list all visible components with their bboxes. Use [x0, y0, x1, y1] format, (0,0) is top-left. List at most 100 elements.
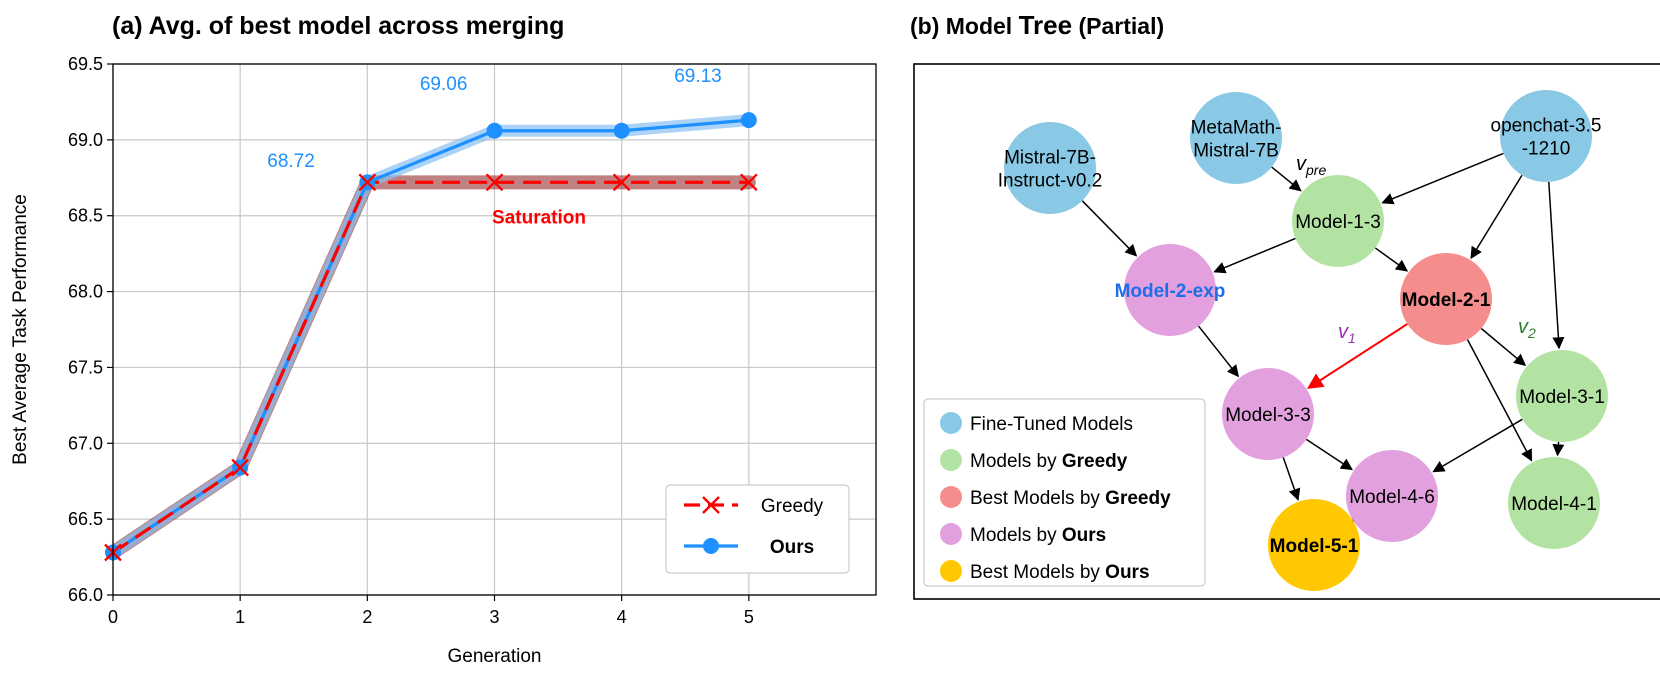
node-m33: Model-3-3 [1222, 368, 1314, 460]
node-label: Model-2-1 [1402, 290, 1491, 311]
tree-legend-label: Best Models by Greedy [970, 488, 1171, 509]
x-tick-label: 1 [235, 607, 245, 627]
node-label: Model-4-1 [1511, 494, 1597, 515]
edge-m2exp-to-m33 [1197, 325, 1239, 378]
data-label: 69.13 [674, 66, 722, 87]
data-label: 68.72 [267, 151, 315, 172]
edge-m21-to-m33 [1306, 323, 1408, 389]
edge-label-v2: v2 [1518, 316, 1536, 341]
y-tick-label: 66.0 [68, 585, 103, 605]
y-tick-label: 69.0 [68, 130, 103, 150]
y-tick-label: 68.0 [68, 282, 103, 302]
data-point-ours [486, 122, 503, 139]
tree-legend-label: Best Models by Ours [970, 562, 1150, 583]
data-point-greedy [485, 173, 504, 192]
node-label: Model-1-3 [1295, 212, 1381, 233]
series-line-ours [112, 118, 749, 554]
node-mistral: Mistral-7B-Instruct-v0.2 [998, 122, 1103, 214]
edge-m13-to-m21 [1374, 247, 1409, 272]
tree-legend-label: Fine-Tuned Models [970, 414, 1133, 435]
y-axis-label: Best Average Task Performance [10, 194, 31, 465]
node-m51: Model-5-1 [1268, 499, 1360, 591]
tree-legend-label: Models by Greedy [970, 451, 1128, 472]
edge-m31-to-m41 [1552, 441, 1565, 457]
node-m41: Model-4-1 [1508, 457, 1600, 549]
edge-m31-to-m46 [1432, 418, 1523, 473]
node-label: Model-5-1 [1270, 536, 1359, 557]
tree-legend-item-greedy: Models by Greedy [940, 449, 1128, 472]
tree-legend-box [923, 398, 1206, 587]
edge-m21-to-m31 [1480, 327, 1527, 366]
node-label: MetaMath- [1191, 118, 1282, 139]
node-label: Mistral-7B [1193, 141, 1279, 162]
tree-legend-item-best_greedy: Best Models by Greedy [940, 486, 1171, 509]
x-tick-label: 0 [108, 607, 118, 627]
edge-label-v1: v1 [1338, 321, 1356, 346]
series-lines [112, 118, 749, 554]
node-m46: Model-4-6 [1346, 450, 1438, 542]
y-tick-label: 67.0 [68, 433, 103, 453]
edge-metamath-to-m13 [1271, 166, 1302, 192]
edge-m13-to-m2exp [1213, 237, 1296, 274]
node-label: Model-3-3 [1225, 405, 1311, 426]
node-m31: Model-3-1 [1516, 350, 1608, 442]
edge-m33-to-m51 [1282, 457, 1301, 501]
saturation-annotation: Saturation [492, 207, 586, 228]
edge-label-vpre: vpre [1296, 153, 1326, 178]
node-label: Model-2-exp [1115, 281, 1226, 302]
data-label: 69.06 [420, 74, 468, 95]
y-tick-labels: 66.066.567.067.568.068.569.069.5 [68, 54, 113, 605]
y-tick-label: 67.5 [68, 357, 103, 377]
legend-label: Ours [770, 537, 814, 558]
edge-openchat-to-m31 [1548, 181, 1565, 350]
y-tick-label: 66.5 [68, 509, 103, 529]
legend-item-greedy: Greedy [684, 496, 824, 517]
tree-edges [1081, 152, 1565, 531]
tree-legend-label: Models by Ours [970, 525, 1106, 546]
node-metamath: MetaMath-Mistral-7B [1190, 92, 1282, 184]
node-m21: Model-2-1 [1400, 253, 1492, 345]
data-point-ours [613, 122, 630, 139]
tree-nodes: Mistral-7B-Instruct-v0.2MetaMath-Mistral… [998, 90, 1608, 591]
x-tick-label: 2 [362, 607, 372, 627]
data-point-greedy [358, 173, 377, 192]
edge-openchat-to-m21 [1470, 174, 1523, 260]
x-tick-label: 5 [744, 607, 754, 627]
line-chart-panel: (a) Avg. of best model across merging 0 1… [10, 12, 877, 667]
node-label: Model-3-1 [1519, 387, 1605, 408]
tree-legend-item-ours: Models by Ours [940, 523, 1106, 546]
tree-legend-item-best_ours: Best Models by Ours [940, 560, 1150, 583]
x-tick-label: 3 [489, 607, 499, 627]
node-m2exp: Model-2-exp [1115, 244, 1226, 336]
node-label: openchat-3.5 [1491, 116, 1602, 137]
model-tree-panel: (b) Model Tree (Partial) Mistral-7B-Inst… [910, 10, 1660, 600]
node-m13: Model-1-3 [1292, 175, 1384, 267]
legend-label: Greedy [761, 496, 824, 517]
series-markers [104, 112, 758, 562]
edge-mistral-to-m2exp [1081, 200, 1138, 257]
node-label: Mistral-7B- [1004, 148, 1096, 169]
x-tick-label: 4 [617, 607, 627, 627]
diagram-frame [913, 63, 1660, 600]
x-tick-labels: 0 1 2 3 4 5 [108, 595, 754, 627]
node-label: Instruct-v0.2 [998, 171, 1103, 192]
edge-m21-to-m41 [1466, 339, 1533, 462]
edge-labels: vpre v1 v2 [1296, 153, 1536, 346]
node-openchat: openchat-3.5-1210 [1491, 90, 1602, 182]
data-point-greedy [612, 173, 631, 192]
edge-openchat-to-m13 [1381, 152, 1504, 205]
node-label: -1210 [1522, 139, 1571, 160]
edge-m33-to-m46 [1305, 438, 1353, 471]
y-tick-label: 69.5 [68, 54, 103, 74]
x-axis-label: Generation [447, 646, 541, 667]
series-line-greedy [112, 180, 749, 554]
tree-legend-item-fine_tuned: Fine-Tuned Models [940, 412, 1133, 435]
chart-title: (a) Avg. of best model across merging [112, 12, 564, 40]
diagram-title: (b) Model Tree (Partial) [910, 10, 1164, 40]
data-point-greedy [231, 458, 250, 477]
